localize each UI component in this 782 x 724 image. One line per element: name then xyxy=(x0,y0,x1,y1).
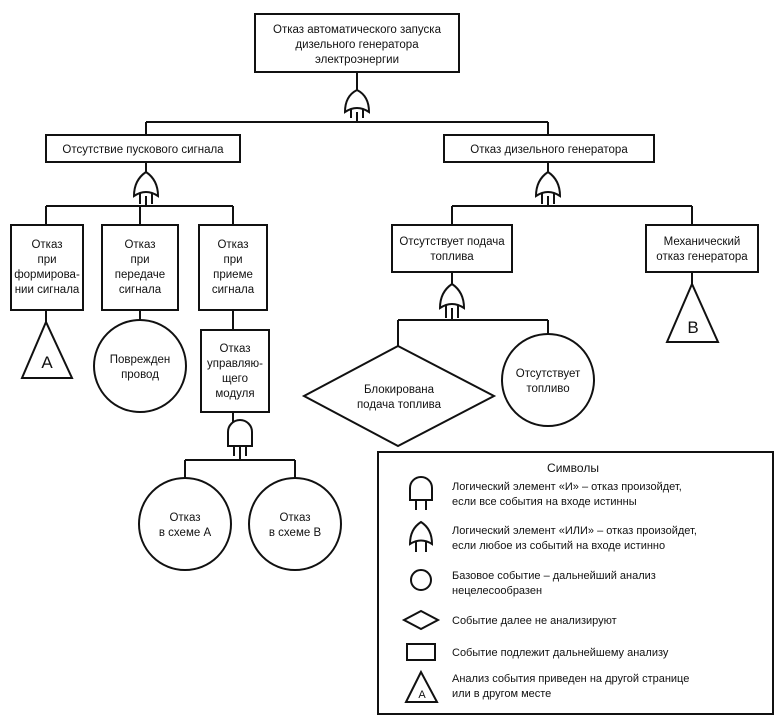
legend-transfer-line-1: Анализ события приведен на другой страни… xyxy=(452,673,689,685)
svg-text:отказ генератора: отказ генератора xyxy=(656,251,748,263)
right-or-gate xyxy=(534,170,562,204)
mechanical-failure-event: Механический отказ генератора xyxy=(645,224,759,273)
svg-text:при: при xyxy=(223,254,242,266)
top-event-line-1: Отказ автоматического запуска xyxy=(273,24,442,36)
legend-and-gate-icon xyxy=(409,476,433,510)
transfer-b-triangle: B xyxy=(665,281,720,343)
no-start-signal-event: Отсутствие пускового сигнала xyxy=(45,134,241,163)
module-and-gate xyxy=(227,419,253,456)
svg-text:формирова-: формирова- xyxy=(14,269,80,281)
svg-text:Отказ: Отказ xyxy=(31,239,62,251)
circuit-a-failure: Отказ в схеме A xyxy=(138,477,232,571)
svg-text:при: при xyxy=(130,254,149,266)
circuit-b-failure: Отказ в схеме B xyxy=(248,477,342,571)
legend-or-gate-line-1: Логический элемент «ИЛИ» – отказ произой… xyxy=(452,525,697,537)
left-or-gate xyxy=(132,170,160,204)
svg-text:B: B xyxy=(687,318,698,337)
transfer-a-triangle: A xyxy=(20,319,74,379)
signal-formation-failure: Отказ при формирова- нии сигнала xyxy=(10,224,84,311)
svg-text:нии сигнала: нии сигнала xyxy=(15,284,80,296)
svg-text:A: A xyxy=(41,353,53,372)
top-event: Отказ автоматического запуска дизельного… xyxy=(254,13,460,73)
svg-text:щего: щего xyxy=(222,373,248,385)
connector-lines xyxy=(45,72,693,478)
legend: Символы Логический элемент «И» – отказ п… xyxy=(377,451,774,715)
svg-text:Отказ: Отказ xyxy=(169,512,200,524)
svg-text:приеме: приеме xyxy=(213,269,253,281)
no-fuel-supply-event: Отсутствует подача топлива xyxy=(391,224,513,273)
legend-transfer-line-2: или в другом месте xyxy=(452,688,551,700)
svg-text:топлива: топлива xyxy=(430,251,474,263)
legend-undeveloped-label: Событие далее не анализируют xyxy=(452,615,617,627)
svg-text:сигнала: сигнала xyxy=(212,284,255,296)
legend-transfer-icon: A xyxy=(404,669,439,703)
no-start-signal-label: Отсутствие пускового сигнала xyxy=(62,144,224,156)
legend-title: Символы xyxy=(547,461,599,475)
top-or-gate xyxy=(343,88,371,118)
legend-basic-event-icon xyxy=(410,569,432,591)
svg-text:управляю-: управляю- xyxy=(207,358,263,370)
signal-transmission-failure: Отказ при передаче сигнала xyxy=(101,224,179,311)
legend-and-gate-line-1: Логический элемент «И» – отказ произойде… xyxy=(452,481,682,493)
fuel-or-gate xyxy=(438,282,466,318)
svg-text:передаче: передаче xyxy=(115,269,165,281)
svg-text:в схеме A: в схеме A xyxy=(159,527,212,539)
diesel-generator-failure-event: Отказ дизельного генератора xyxy=(443,134,655,163)
damaged-wire-basic-event: Поврежден провод xyxy=(93,319,187,413)
svg-text:Механический: Механический xyxy=(664,236,741,248)
legend-intermediate-label: Событие подлежит дальнейшему анализу xyxy=(452,647,669,659)
svg-text:Отсутствует подача: Отсутствует подача xyxy=(399,236,505,248)
fuel-blocked-undeveloped-event: Блокирована подача топлива xyxy=(301,344,497,448)
svg-text:подача топлива: подача топлива xyxy=(357,399,442,411)
legend-undeveloped-icon xyxy=(401,609,441,631)
no-fuel-basic-event: Отсутствует топливо xyxy=(501,333,595,427)
svg-text:Отсутствует: Отсутствует xyxy=(516,368,581,380)
svg-text:Отказ: Отказ xyxy=(279,512,310,524)
svg-text:Отказ: Отказ xyxy=(217,239,248,251)
svg-text:в схеме B: в схеме B xyxy=(269,527,322,539)
svg-text:Отказ: Отказ xyxy=(219,343,250,355)
top-event-line-3: электроэнергии xyxy=(315,54,399,66)
legend-and-gate-line-2: если все события на входе истинны xyxy=(452,496,637,508)
legend-or-gate-line-2: если любое из событий на входе истинно xyxy=(452,540,665,552)
signal-reception-failure: Отказ при приеме сигнала xyxy=(198,224,268,311)
svg-text:сигнала: сигнала xyxy=(119,284,162,296)
svg-text:Отказ: Отказ xyxy=(124,239,155,251)
control-module-failure: Отказ управляю- щего модуля xyxy=(200,329,270,413)
svg-text:A: A xyxy=(418,689,426,701)
svg-text:Поврежден: Поврежден xyxy=(110,354,171,366)
legend-intermediate-icon xyxy=(406,643,436,661)
diesel-generator-failure-label: Отказ дизельного генератора xyxy=(470,144,628,156)
svg-text:топливо: топливо xyxy=(526,383,569,395)
svg-text:модуля: модуля xyxy=(215,388,254,400)
legend-basic-event-line-2: нецелесообразен xyxy=(452,585,542,597)
legend-or-gate-icon xyxy=(408,520,434,552)
top-event-line-2: дизельного генератора xyxy=(295,39,419,51)
svg-text:провод: провод xyxy=(121,369,159,381)
svg-text:при: при xyxy=(37,254,56,266)
svg-text:Блокирована: Блокирована xyxy=(364,384,435,396)
legend-basic-event-line-1: Базовое событие – дальнейший анализ xyxy=(452,570,656,582)
